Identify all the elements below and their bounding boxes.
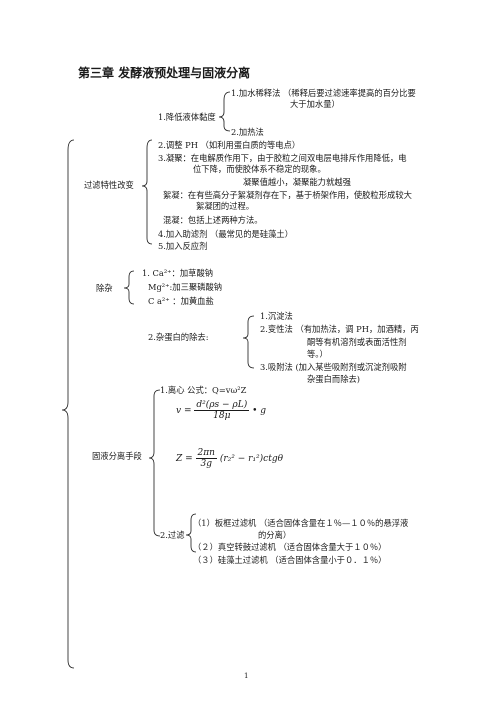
flocculation-line1: 絮凝：在有些高分子絮凝剂存在下，基于桥架作用，使胶粒形成较大 <box>163 190 412 200</box>
reactant-item: 5.加入反应剂 <box>158 241 208 251</box>
separation-section-label: 固液分离手段 <box>92 451 142 461</box>
formula-v-denominator: 18μ <box>213 411 231 421</box>
z-factor-formula: Z = 2πn 3g (r₂² − r₁²)ctgθ <box>176 448 283 469</box>
coagulation-line3: 凝聚值越小，凝聚能力就越强 <box>243 177 351 187</box>
formula-v-numerator: d²(ρs − ρL) <box>194 400 250 411</box>
denaturation-line2: 酮等有机溶剂或表面活性剂 <box>307 337 407 347</box>
chapter-title: 第三章 发酵液预处理与固液分离 <box>78 66 251 80</box>
calcium-removal: 1. Ca²⁺：加草酸钠 <box>142 268 214 278</box>
formula-v-tail: • g <box>252 406 267 416</box>
vacuum-drum-filter: （２）真空转鼓过滤机 （适合固体含量大于１０％） <box>193 542 387 552</box>
precipitation-method: 1.沉淀法 <box>260 311 293 321</box>
filtration-label: 2.过滤 <box>160 530 185 540</box>
formula-z-lhs: Z = <box>176 454 193 464</box>
filter-section-label: 过滤特性改变 <box>84 180 134 190</box>
adjust-ph-item: 2.调整 PH （如利用蛋白质的等电点） <box>158 140 301 150</box>
diatomite-filter: （３）硅藻土过滤机 （适合固体含量小于０．１％） <box>193 555 387 565</box>
magnesium-removal: Mg²⁺:加三聚磷酸钠 <box>148 282 223 292</box>
formula-v-fraction: d²(ρs − ρL) 18μ <box>194 400 250 421</box>
flocculation-line2: 絮凝团的过程。 <box>196 201 255 211</box>
mixed-coagulation: 混凝：包括上述两种方法。 <box>163 215 263 225</box>
sedimentation-velocity-formula: v = d²(ρs − ρL) 18μ • g <box>176 400 266 421</box>
calcium-removal-2: C a²⁺ ：加黄血盐 <box>148 296 214 306</box>
formula-z-numerator: 2πn <box>195 448 217 459</box>
filter-aid-item: 4.加入助滤剂 （最常见的是硅藻土） <box>158 229 294 239</box>
formula-z-tail: (r₂² − r₁²)ctgθ <box>219 454 284 464</box>
dilution-method-line1: 1.加水稀释法 （稀释后要过滤速率提高的百分比要 <box>231 88 416 98</box>
denaturation-line1: 2.变性法 （有加热法，调 PH，加酒精，丙 <box>260 324 419 334</box>
heating-method: 2.加热法 <box>231 127 264 137</box>
adsorption-line1: 3.吸附法 (加入某些吸附剂或沉淀剂吸附 <box>260 362 407 372</box>
formula-z-denominator: 3g <box>200 459 213 469</box>
denaturation-line3: 等。） <box>307 349 328 359</box>
plate-frame-filter-line2: 的分离） <box>258 530 292 540</box>
coagulation-line2: 位下降，而使胶体系不稳定的现象。 <box>193 164 326 174</box>
reduce-viscosity-label: 1.降低液体黏度 <box>158 112 216 122</box>
impurity-section-label: 除杂 <box>96 283 113 293</box>
protein-removal-label: 2.杂蛋白的除去: <box>148 332 209 342</box>
adsorption-line2: 杂蛋白而除去) <box>307 374 361 384</box>
coagulation-line1: 3.凝聚：在电解质作用下，由于胶粒之间双电层电排斥作用降低，电 <box>158 153 407 163</box>
formula-z-fraction: 2πn 3g <box>195 448 217 469</box>
plate-frame-filter-line1: （1）板框过滤机 （适合固体含量在１％—１０％的悬浮液 <box>193 518 409 528</box>
dilution-method-line2: 大于加水量） <box>290 99 340 109</box>
formula-v-lhs: v = <box>176 406 192 416</box>
page-number: 1 <box>244 672 249 680</box>
centrifuge-formula: 1.离心 公式：Q=vω²Z <box>160 385 247 395</box>
